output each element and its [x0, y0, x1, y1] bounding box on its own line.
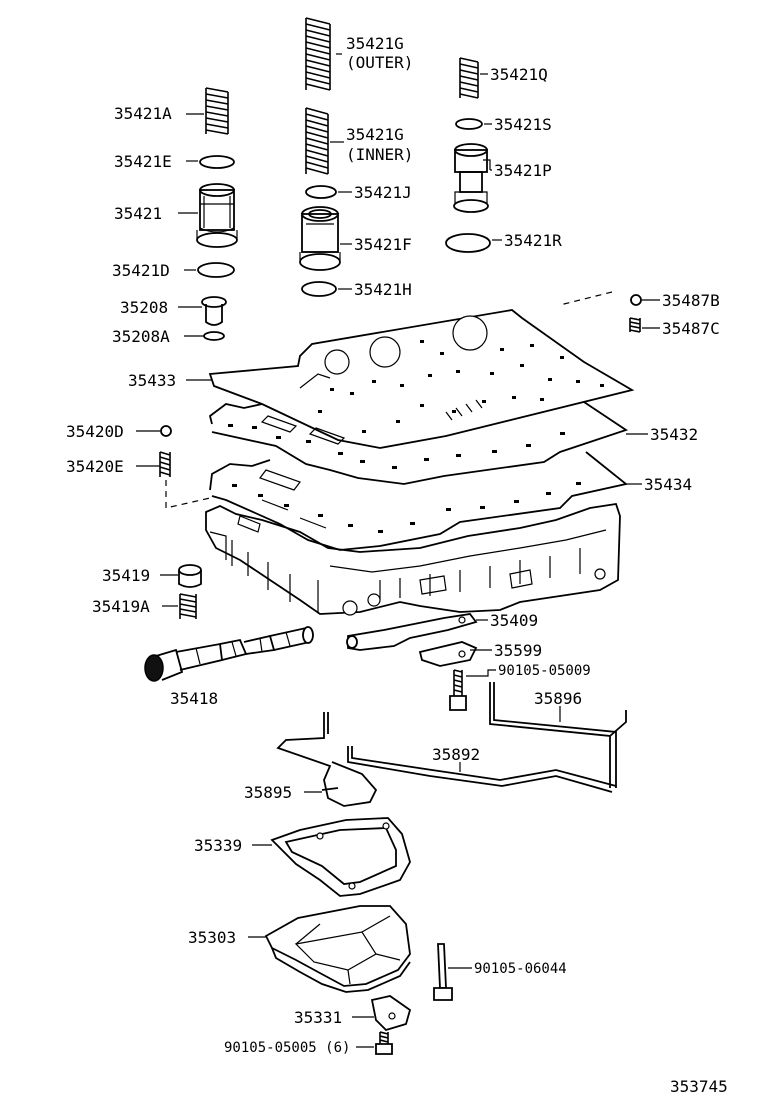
label-35896: 35896 [534, 689, 582, 708]
bolt-90105-06044 [433, 943, 453, 1001]
label-35409: 35409 [490, 611, 538, 630]
oring-35421r [445, 233, 491, 253]
label-35433: 35433 [128, 371, 176, 390]
spring-35487c [629, 317, 641, 333]
label-35421h: 35421H [354, 280, 412, 299]
ball-35487b [630, 294, 642, 306]
label-35421p: 35421P [494, 161, 552, 180]
spring-35420e [159, 451, 171, 477]
spring-35421q [459, 57, 479, 99]
label-35432: 35432 [650, 425, 698, 444]
leader-lines [136, 53, 660, 1048]
piston-35421 [196, 183, 238, 248]
label-35420d: 35420D [66, 422, 124, 441]
label-35421j: 35421J [354, 183, 412, 202]
label-35421: 35421 [114, 204, 162, 223]
pipe-35896 [489, 682, 627, 788]
label-35420e: 35420E [66, 457, 124, 476]
label-35418: 35418 [170, 689, 218, 708]
valve-35418 [144, 626, 314, 682]
oring-35421e [199, 155, 235, 169]
part-drawings [144, 17, 642, 1055]
oring-35421s [455, 118, 483, 130]
label-35599: 35599 [494, 641, 542, 660]
label-35487c: 35487C [662, 319, 720, 338]
label-35895: 35895 [244, 783, 292, 802]
bolt-90105-05005 [375, 1031, 393, 1055]
label-35421s: 35421S [494, 115, 552, 134]
plate-35432 [208, 401, 629, 485]
label-35419a: 35419A [92, 597, 150, 616]
lever-35409 [346, 613, 478, 651]
label-35421g-inner: 35421G [346, 125, 404, 144]
label-35419: 35419 [102, 566, 150, 585]
assembly-line-left [165, 480, 211, 509]
part-labels: 35421G (OUTER) 35421G (INNER) 35421Q 354… [66, 34, 728, 1096]
label-35339: 35339 [194, 836, 242, 855]
label-35421e: 35421E [114, 152, 172, 171]
label-35421r: 35421R [504, 231, 562, 250]
label-35421d: 35421D [112, 261, 170, 280]
label-90105-05005: 90105-05005 (6) [224, 1040, 350, 1056]
label-35892: 35892 [432, 745, 480, 764]
label-35331: 35331 [294, 1008, 342, 1027]
spring-35421g-outer [305, 17, 331, 91]
plug-35208 [201, 296, 227, 341]
spring-35421a [205, 87, 229, 135]
oring-35421h [301, 281, 337, 297]
spring-plate-35599 [418, 641, 478, 667]
label-35487b: 35487B [662, 291, 720, 310]
piston-35421f [299, 206, 341, 271]
label-35421g-inner-note: (INNER) [346, 145, 413, 164]
label-90105-06044: 90105-06044 [474, 961, 567, 977]
label-35434: 35434 [644, 475, 692, 494]
label-90105-05009: 90105-05009 [498, 663, 591, 679]
spring-35419a [179, 593, 197, 619]
pipe-35892 [347, 746, 617, 793]
ball-35420d [160, 425, 172, 437]
spacer-35331 [370, 995, 412, 1032]
label-35421q: 35421Q [490, 65, 548, 84]
piston-35421p [453, 143, 491, 213]
label-35421a: 35421A [114, 104, 172, 123]
spring-35421g-inner [305, 107, 329, 175]
label-35421g-outer: 35421G [346, 34, 404, 53]
label-35421g-outer-note: (OUTER) [346, 53, 413, 72]
gasket-35339 [270, 817, 411, 897]
bolt-90105-05009 [449, 669, 467, 711]
oring-35421d [197, 262, 235, 278]
label-35208: 35208 [120, 298, 168, 317]
label-35421f: 35421F [354, 235, 412, 254]
valve-body [205, 502, 621, 616]
sleeve-35419 [178, 564, 202, 588]
pipe-35895 [276, 712, 378, 807]
diagram-id: 353745 [670, 1077, 728, 1096]
plate-35434 [209, 451, 629, 551]
label-35303: 35303 [188, 928, 236, 947]
label-35208a: 35208A [112, 327, 170, 346]
plate-35433 [208, 309, 635, 449]
assembly-line-right [559, 291, 613, 306]
oring-35421j [305, 185, 337, 199]
strainer-35303 [264, 905, 411, 993]
